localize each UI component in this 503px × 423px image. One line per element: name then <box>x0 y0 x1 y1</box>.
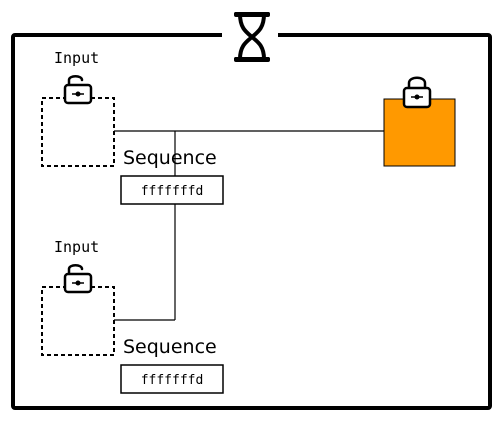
output-node[interactable] <box>383 76 456 167</box>
sequence-label-1: Sequence <box>123 147 217 169</box>
lock-open-icon <box>63 264 93 294</box>
lock-open-icon <box>63 75 93 105</box>
sequence-label-2: Sequence <box>123 336 217 358</box>
input-box-2[interactable] <box>41 286 115 356</box>
input-label-2: Input <box>54 238 99 256</box>
sequence-value-box-2: fffffffd <box>120 364 224 394</box>
sequence-value-2: fffffffd <box>141 373 204 388</box>
input-node-1[interactable]: Input <box>41 49 115 167</box>
output-box[interactable] <box>383 98 456 167</box>
hourglass-icon <box>222 12 278 62</box>
sequence-value-1: fffffffd <box>141 184 204 199</box>
input-box-1[interactable] <box>41 97 115 167</box>
input-node-2[interactable]: Input <box>41 238 115 356</box>
sequence-value-box-1: fffffffd <box>120 175 224 205</box>
lock-closed-icon <box>402 76 432 109</box>
input-label-1: Input <box>54 49 99 67</box>
connector-lines <box>114 130 384 321</box>
